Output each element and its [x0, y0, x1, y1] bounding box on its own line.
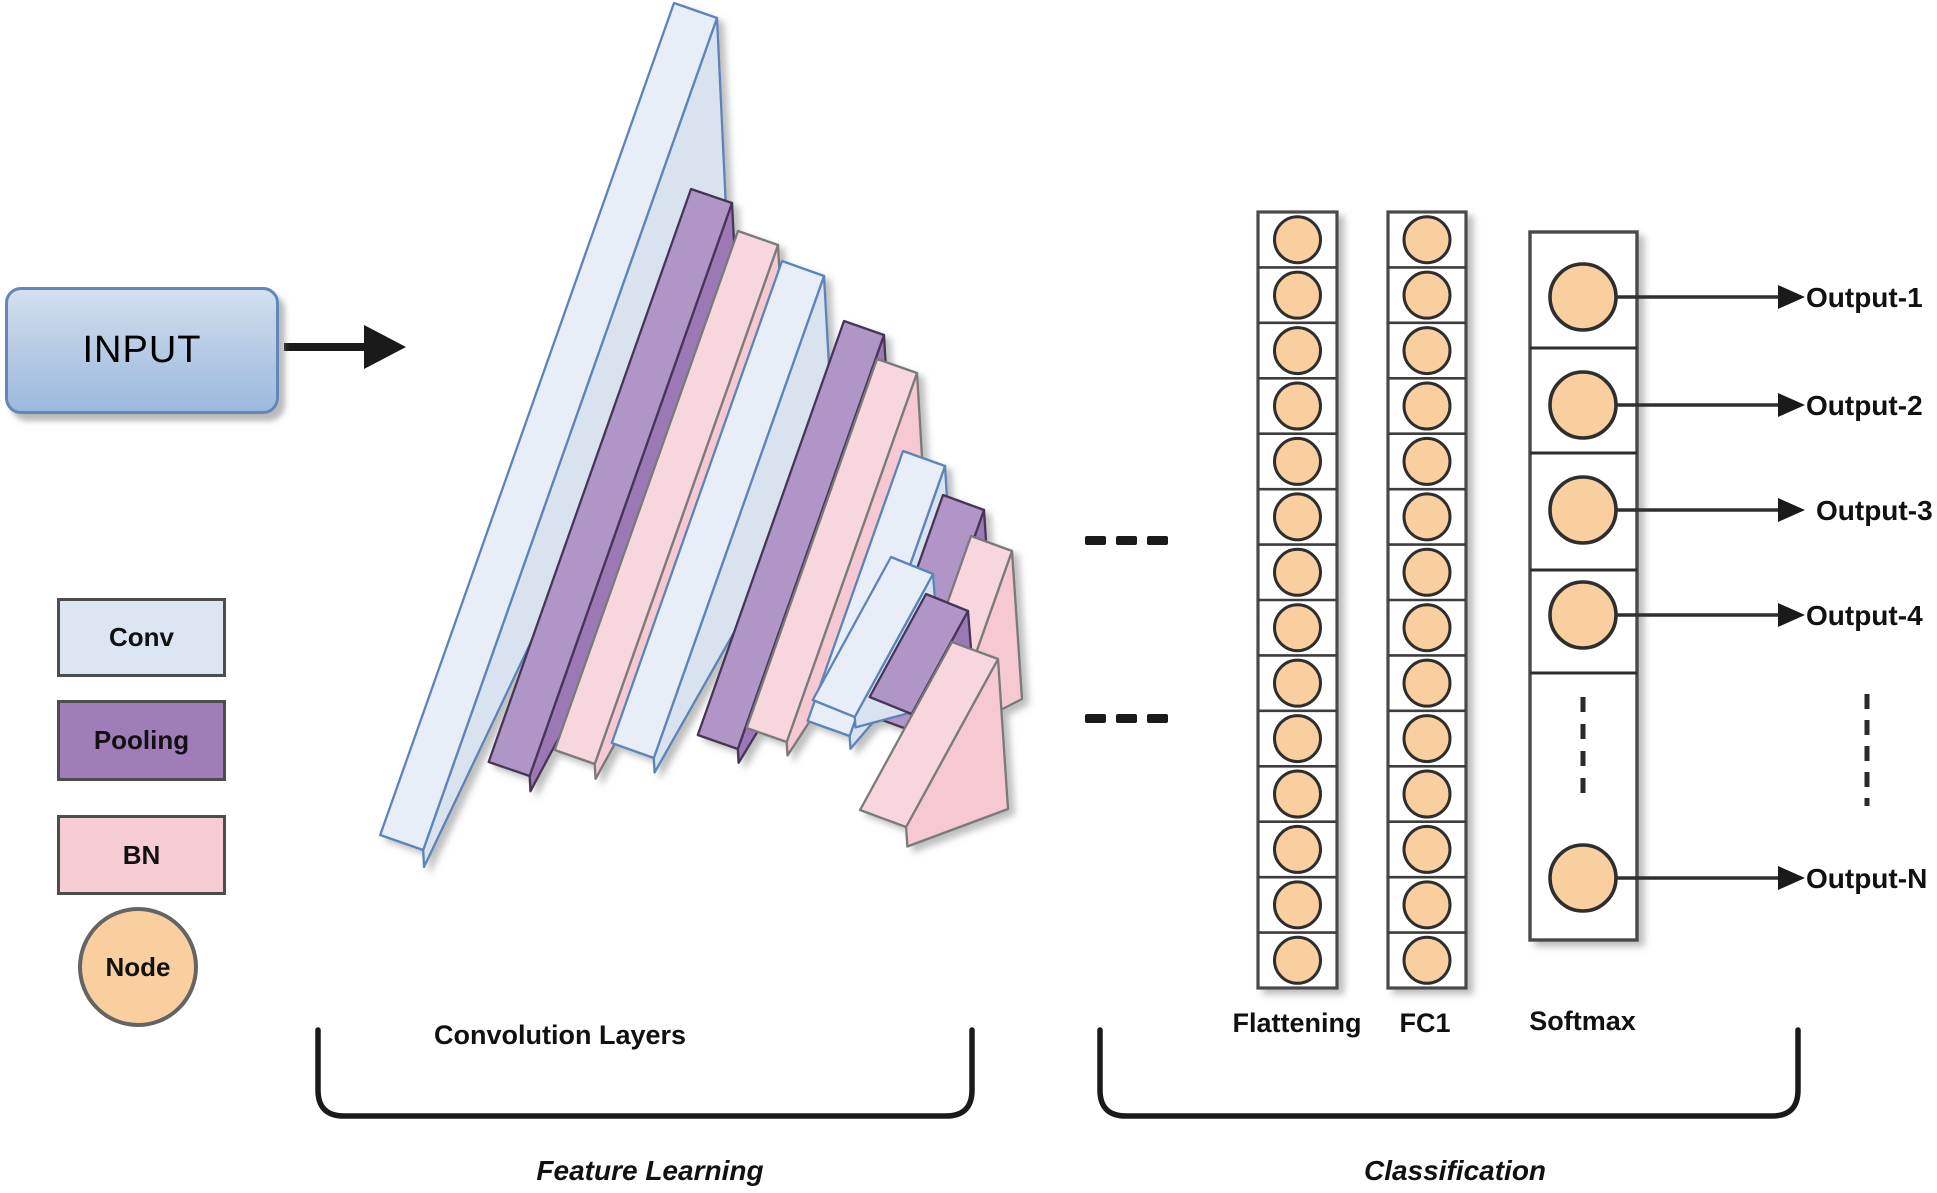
flattening-node	[1273, 436, 1322, 486]
fc1-node	[1402, 603, 1452, 653]
conv-layer-plank	[610, 259, 836, 774]
fc1-node	[1402, 935, 1452, 985]
fc1-node	[1402, 270, 1452, 320]
legend-pooling-swatch: Pooling	[57, 700, 226, 781]
softmax-label: Softmax	[1529, 1006, 1636, 1036]
fc1-node	[1402, 658, 1452, 708]
flattening-node	[1273, 658, 1322, 708]
bn-layer-plank	[858, 640, 1010, 848]
flattening-node	[1273, 880, 1322, 930]
legend-conv-swatch: Conv	[57, 598, 226, 677]
softmax-column	[1528, 230, 1639, 942]
flattening-node	[1273, 769, 1322, 819]
softmax-node	[1548, 580, 1618, 650]
softmax-node	[1548, 370, 1618, 440]
softmax-node	[1548, 262, 1618, 332]
output-n-label: Output-N	[1806, 863, 1928, 894]
classification-label: Classification	[1363, 1155, 1547, 1186]
softmax-node	[1548, 475, 1618, 545]
legend-bn-swatch: BN	[57, 815, 226, 895]
fc1-node	[1402, 769, 1452, 819]
legend-conv-label: Conv	[109, 622, 174, 652]
flattening-node	[1273, 492, 1322, 542]
ellipsis-dashes	[1085, 536, 1168, 723]
conv-stack	[379, 1, 1024, 869]
output-4-label: Output-4	[1806, 600, 1923, 631]
flattening-node	[1273, 381, 1322, 431]
legend-pooling-label: Pooling	[93, 725, 190, 755]
fc1-label: FC1	[1399, 1008, 1451, 1038]
input-label: INPUT	[82, 329, 202, 371]
fc1-node	[1402, 215, 1452, 265]
pooling-layer-plank	[487, 187, 744, 793]
legend-node-swatch: Node	[78, 907, 198, 1027]
flattening-node	[1273, 603, 1322, 653]
conv-layers-label: Convolution Layers	[433, 1020, 687, 1050]
conv-layer-plank	[379, 1, 729, 869]
fc1-node	[1402, 326, 1452, 376]
fc1-column	[1386, 210, 1468, 990]
flattening-node	[1273, 270, 1322, 320]
fc1-node	[1402, 547, 1452, 597]
fc1-node	[1402, 381, 1452, 431]
flattening-node	[1273, 326, 1322, 376]
feature-learning-bracket	[315, 1027, 975, 1119]
output-2-label: Output-2	[1806, 390, 1923, 421]
flattening-node	[1273, 547, 1322, 597]
classification-bracket	[1097, 1027, 1801, 1119]
flattening-node	[1273, 215, 1322, 265]
fc1-node	[1402, 436, 1452, 486]
input-arrow	[284, 325, 406, 369]
softmax-node	[1548, 843, 1618, 913]
flattening-label: Flattening	[1232, 1008, 1362, 1038]
flattening-column	[1256, 210, 1339, 990]
feature-learning-label: Feature Learning	[536, 1155, 764, 1186]
output-arrows	[1616, 285, 1805, 890]
output-1-label: Output-1	[1806, 282, 1923, 313]
legend-node-label: Node	[105, 951, 171, 982]
legend-bn-label: BN	[122, 839, 161, 870]
output-3-label: Output-3	[1816, 495, 1933, 526]
flattening-node	[1273, 824, 1322, 874]
input-box: INPUT	[5, 287, 279, 414]
fc1-node	[1402, 492, 1452, 542]
flattening-node	[1273, 935, 1322, 985]
fc1-node	[1402, 714, 1452, 764]
fc1-node	[1402, 880, 1452, 930]
flattening-node	[1273, 714, 1322, 764]
fc1-node	[1402, 824, 1452, 874]
